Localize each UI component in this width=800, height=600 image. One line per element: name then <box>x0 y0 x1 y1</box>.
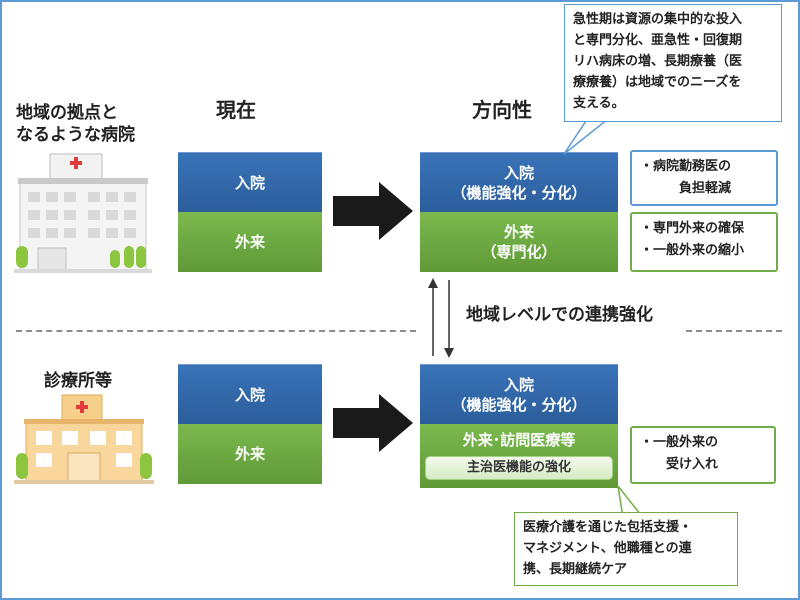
primary-care-function-pill: 主治医機能の強化 <box>425 456 613 480</box>
hospital-current-inpatient-box: 入院 <box>178 152 322 213</box>
clinic-building-icon <box>14 394 154 484</box>
hospital-future-inpatient-box: 入院 （機能強化・分化） <box>420 152 618 213</box>
hospital-label: 地域の拠点と なるような病院 <box>16 103 135 145</box>
hospital-arrow-icon <box>333 182 413 240</box>
clinic-future-inpatient-box: 入院 （機能強化・分化） <box>420 364 618 425</box>
divider-left <box>16 330 416 332</box>
clinic-outpatient-note: ・一般外来の 受け入れ <box>630 426 776 484</box>
clinic-future-outpatient-label: 外来･訪問医療等 <box>462 431 576 449</box>
clinic-label: 診療所等 <box>44 371 112 391</box>
top-callout: 急性期は資源の集中的な投入 と専門分化、亜急性・回復期 リハ病床の増、長期療養（… <box>564 4 782 122</box>
divider-right <box>686 330 782 332</box>
clinic-future-outpatient-box: 外来･訪問医療等 主治医機能の強化 <box>420 424 618 488</box>
hospital-outpatient-note: ・専門外来の確保 ・一般外来の縮小 <box>630 212 778 272</box>
clinic-arrow-icon <box>333 394 413 452</box>
header-current: 現在 <box>216 98 256 122</box>
hospital-future-inpatient-label: 入院 （機能強化・分化） <box>451 164 587 202</box>
hospital-building-icon <box>14 153 152 273</box>
clinic-current-inpatient-label: 入院 <box>234 386 265 404</box>
clinic-future-inpatient-label: 入院 （機能強化・分化） <box>451 376 587 414</box>
hospital-future-outpatient-box: 外来 （専門化） <box>420 212 618 272</box>
hospital-outpatient-note-2: ・一般外来の縮小 <box>640 243 745 258</box>
clinic-current-outpatient-label: 外来 <box>234 445 265 463</box>
hospital-inpatient-note: ・病院勤務医の 負担軽減 <box>630 150 778 206</box>
hospital-outpatient-note-1: ・専門外来の確保 <box>640 221 745 236</box>
hospital-current-outpatient-box: 外来 <box>178 212 322 272</box>
hospital-current-outpatient-label: 外来 <box>234 233 265 251</box>
hospital-future-outpatient-label: 外来 （専門化） <box>481 223 557 261</box>
header-direction: 方向性 <box>472 98 532 122</box>
bottom-callout: 医療介護を通じた包括支援・ マネジメント、他職種との連 携、長期継続ケア <box>514 512 738 586</box>
hospital-current-inpatient-label: 入院 <box>234 174 265 192</box>
clinic-current-inpatient-box: 入院 <box>178 364 322 425</box>
clinic-current-outpatient-box: 外来 <box>178 424 322 484</box>
link-arrows-icon <box>428 278 454 358</box>
link-label: 地域レベルでの連携強化 <box>466 305 653 325</box>
